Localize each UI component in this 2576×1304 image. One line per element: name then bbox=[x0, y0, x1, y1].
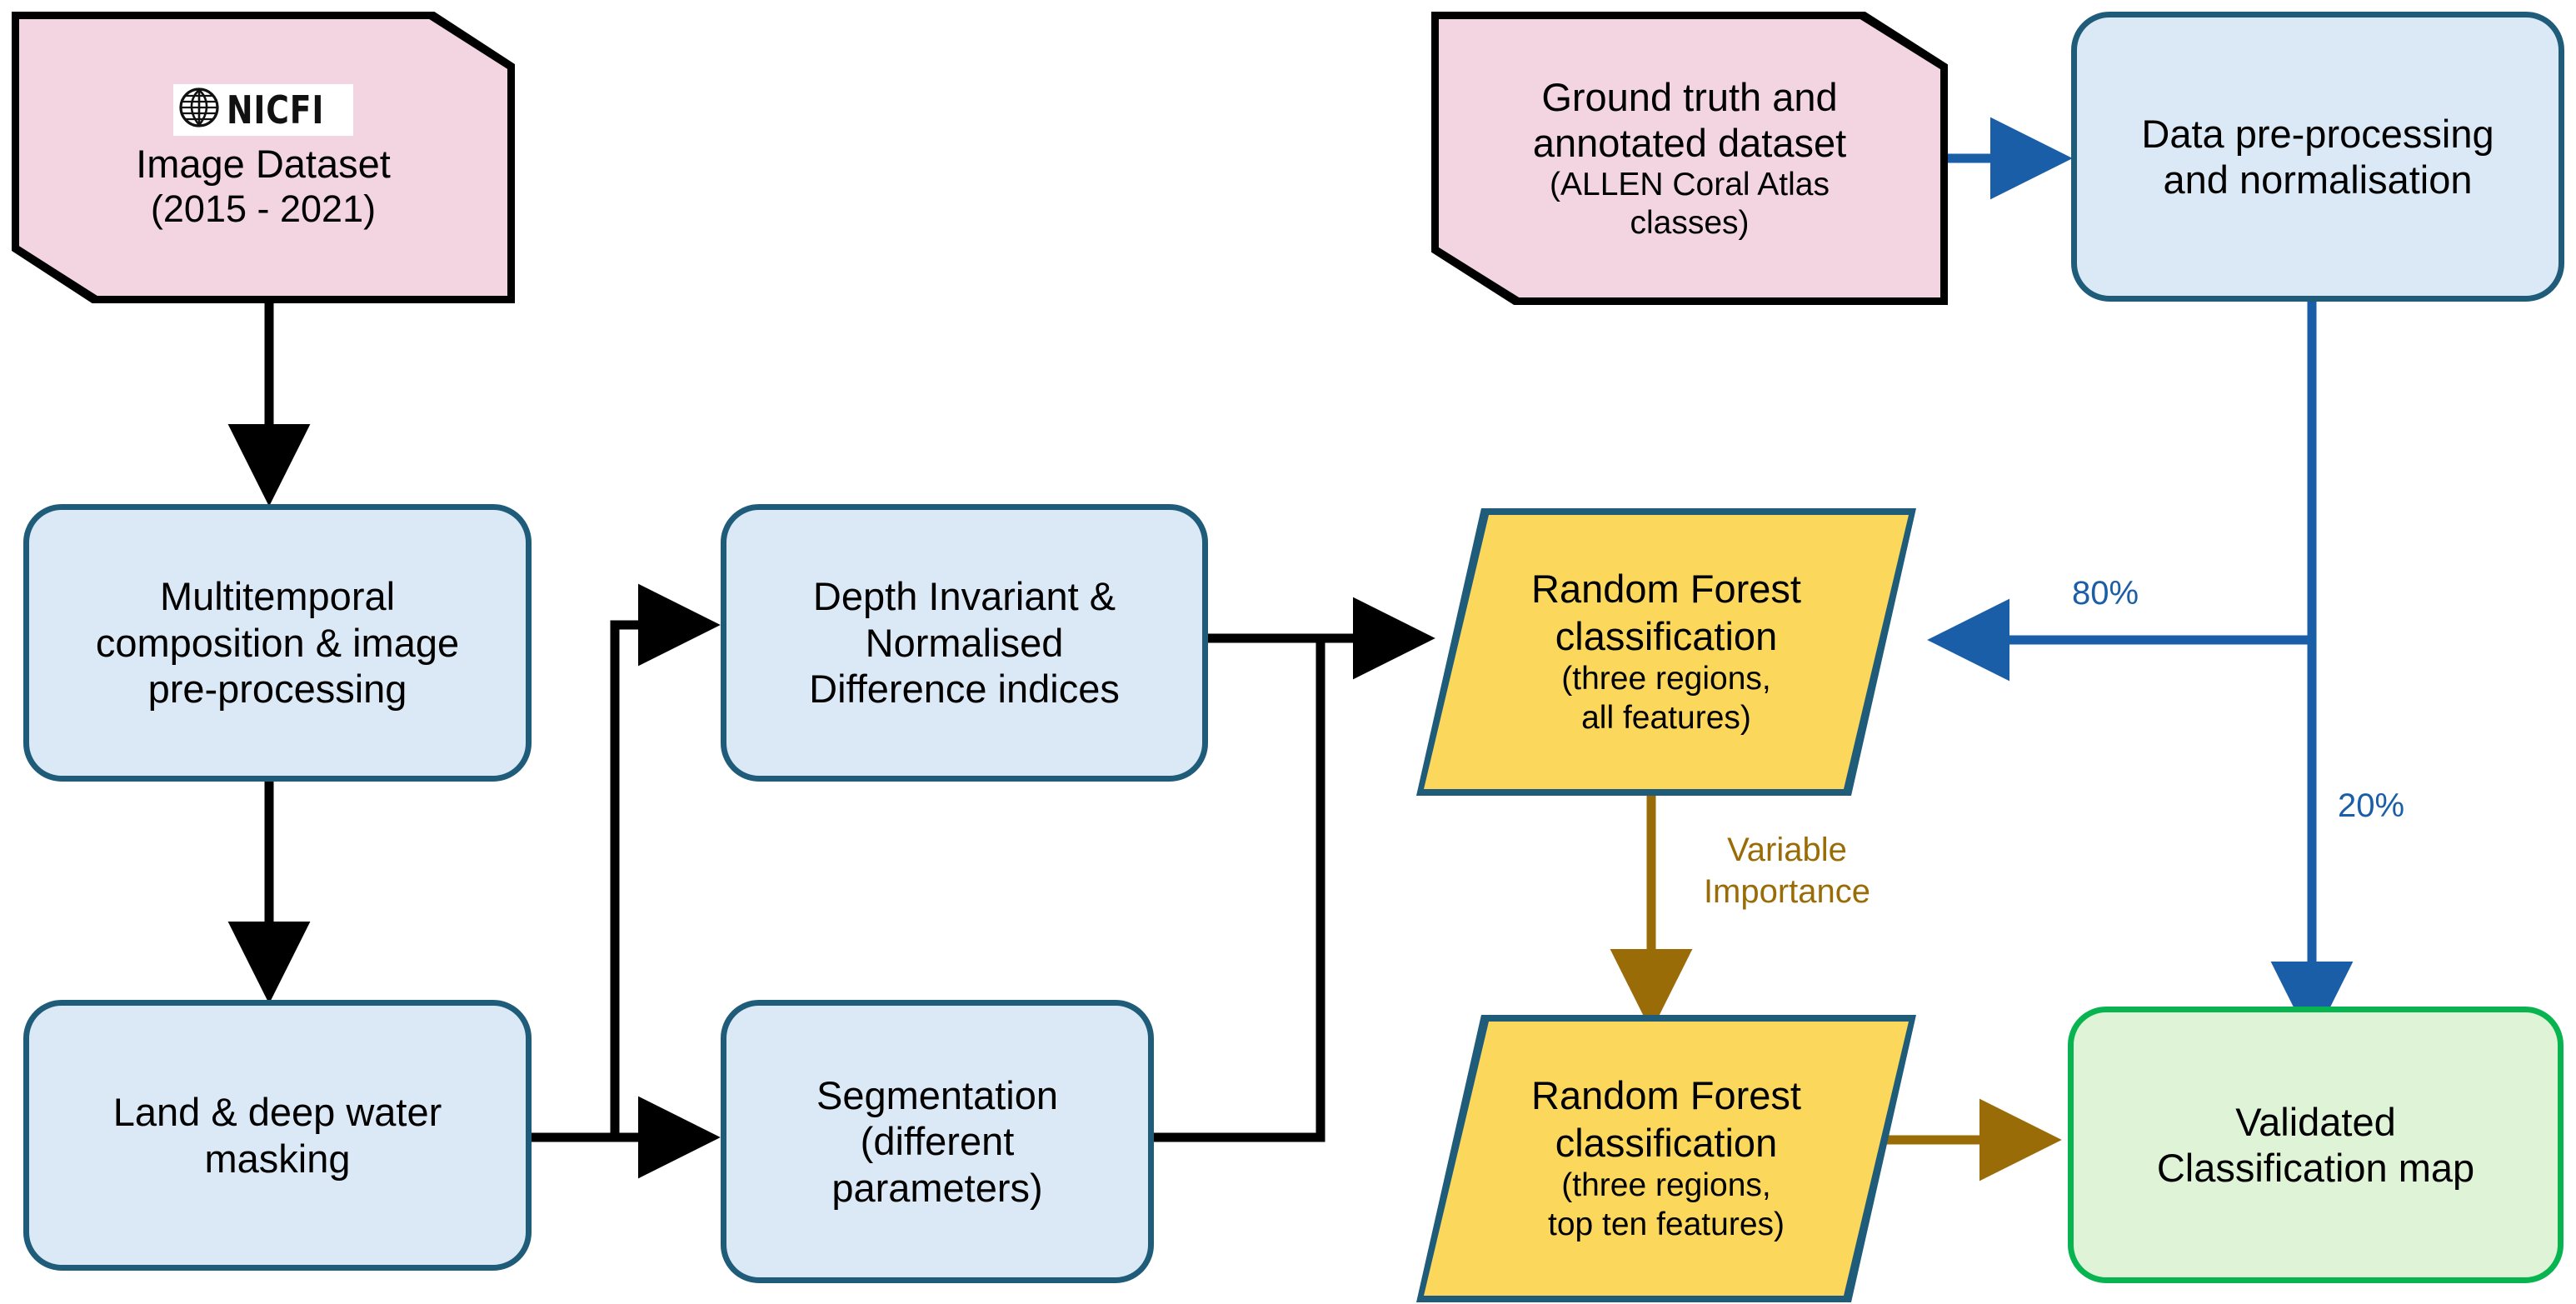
land-masking-line1: Land & deep water bbox=[112, 1090, 442, 1135]
depth-indices-line1: Depth Invariant & bbox=[812, 574, 1116, 619]
segmentation-line3: parameters) bbox=[831, 1165, 1043, 1210]
ground-truth-line2: annotated dataset bbox=[1532, 120, 1847, 165]
edge-land-masking-to-indices-and-segmentation bbox=[531, 583, 721, 1179]
node-validated-map[interactable]: Validated Classification map bbox=[2068, 1007, 2564, 1283]
node-segmentation[interactable]: Segmentation (different parameters) bbox=[721, 1000, 1154, 1283]
image-dataset-line1: Image Dataset bbox=[136, 141, 391, 186]
edge-label-train-split: 80% bbox=[2072, 575, 2139, 612]
node-ground-truth[interactable]: Ground truth and annotated dataset (ALLE… bbox=[1431, 12, 1948, 305]
segmentation-line1: Segmentation bbox=[816, 1072, 1059, 1117]
multitemporal-line2: composition & image bbox=[95, 620, 460, 665]
segmentation-line2: (different bbox=[860, 1119, 1015, 1164]
rf-top-ten-line3: (three regions, bbox=[1561, 1167, 1771, 1204]
variable-importance-line2: Importance bbox=[1703, 873, 1871, 910]
rf-all-features-line4: all features) bbox=[1581, 699, 1751, 736]
node-land-masking[interactable]: Land & deep water masking bbox=[23, 1000, 532, 1271]
node-multitemporal-composition[interactable]: Multitemporal composition & image pre-pr… bbox=[23, 504, 532, 782]
depth-indices-line2: Normalised bbox=[865, 620, 1064, 665]
rf-all-features-line1: Random Forest bbox=[1531, 567, 1801, 612]
multitemporal-line3: pre-processing bbox=[147, 667, 407, 712]
land-masking-line2: masking bbox=[204, 1136, 351, 1181]
edge-label-test-split: 20% bbox=[2338, 787, 2405, 824]
depth-indices-line3: Difference indices bbox=[809, 667, 1120, 712]
node-image-dataset[interactable]: NICFI Image Dataset (2015 - 2021) bbox=[12, 12, 515, 303]
rf-top-ten-line2: classification bbox=[1555, 1120, 1778, 1165]
edge-label-variable-importance: Variable Importance bbox=[1675, 829, 1900, 912]
image-dataset-line2: (2015 - 2021) bbox=[150, 187, 377, 231]
node-rf-top-ten[interactable]: Random Forest classification (three regi… bbox=[1416, 1015, 1916, 1302]
node-rf-all-features[interactable]: Random Forest classification (three regi… bbox=[1416, 508, 1916, 796]
rf-all-features-line2: classification bbox=[1555, 613, 1778, 658]
ground-truth-line1: Ground truth and bbox=[1541, 74, 1838, 119]
nicfi-logo: NICFI bbox=[172, 83, 354, 136]
rf-all-features-line3: (three regions, bbox=[1561, 661, 1771, 697]
node-data-preprocessing[interactable]: Data pre-processing and normalisation bbox=[2071, 12, 2564, 302]
ground-truth-line3: (ALLEN Coral Atlas bbox=[1550, 167, 1830, 203]
validated-map-line1: Validated bbox=[2235, 1099, 2396, 1144]
data-preprocessing-line1: Data pre-processing bbox=[2141, 111, 2494, 156]
ground-truth-line4: classes) bbox=[1630, 205, 1750, 242]
validated-map-line2: Classification map bbox=[2156, 1146, 2475, 1190]
data-preprocessing-line2: and normalisation bbox=[2163, 157, 2473, 202]
edge-preprocessing-split bbox=[1927, 298, 2354, 1044]
rf-top-ten-line4: top ten features) bbox=[1547, 1206, 1785, 1242]
nicfi-globe-leaf-icon bbox=[178, 87, 220, 133]
multitemporal-line1: Multitemporal bbox=[159, 574, 396, 619]
variable-importance-line1: Variable bbox=[1727, 832, 1847, 868]
nicfi-wordmark: NICFI bbox=[226, 87, 324, 132]
node-depth-indices[interactable]: Depth Invariant & Normalised Difference … bbox=[721, 504, 1208, 782]
rf-top-ten-line1: Random Forest bbox=[1531, 1073, 1801, 1118]
